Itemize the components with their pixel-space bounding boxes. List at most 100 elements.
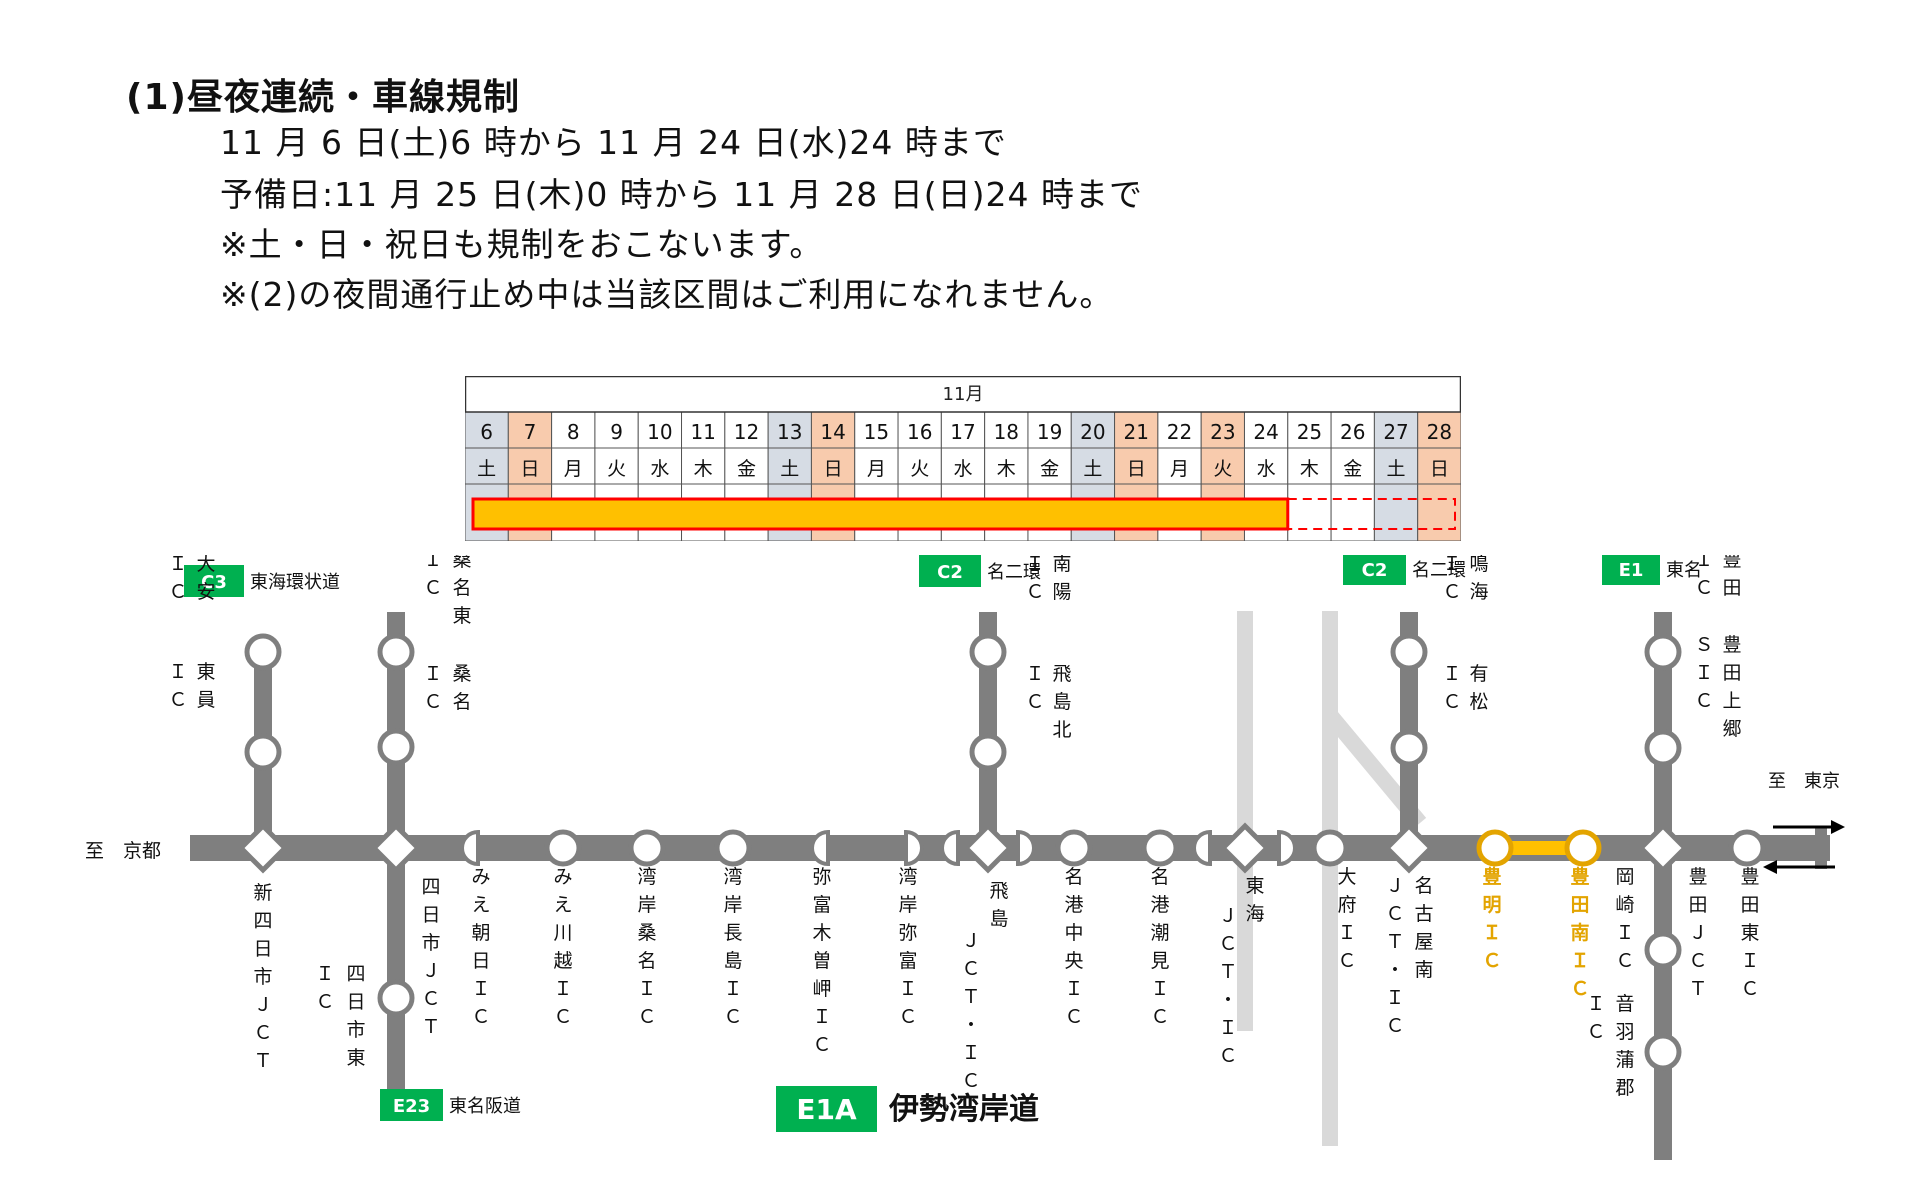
label-char: 湾 bbox=[637, 866, 656, 888]
label-char: み bbox=[553, 866, 572, 888]
calendar-date: 7 bbox=[524, 420, 537, 444]
vertical-label: 有松 bbox=[1469, 663, 1488, 713]
label-char: 豊 bbox=[1722, 634, 1741, 656]
label-char: え bbox=[471, 894, 490, 916]
label-char: み bbox=[471, 866, 490, 888]
label-char: 蒲 bbox=[1615, 1049, 1634, 1071]
regulation-calendar: 11月6土7日8月9火10水11木12金13土14日15月16火17水18木19… bbox=[465, 376, 1461, 541]
background-road bbox=[1237, 611, 1253, 1031]
label-char: Ｃ bbox=[553, 1006, 572, 1028]
label-char: 朝 bbox=[471, 922, 490, 944]
background-road bbox=[1322, 611, 1338, 1146]
calendar-weekday: 火 bbox=[910, 458, 929, 480]
interchange-node bbox=[1390, 633, 1428, 671]
interchange-node bbox=[377, 633, 415, 671]
label-char: Ｊ bbox=[1218, 905, 1237, 927]
label-char: 岬 bbox=[812, 978, 831, 1000]
route-code: C3 bbox=[201, 572, 227, 593]
route-name: 名二環 bbox=[987, 562, 1041, 583]
label-char: 港 bbox=[1150, 894, 1169, 916]
route-name: 東名 bbox=[1666, 560, 1702, 581]
label-char: 日 bbox=[346, 991, 365, 1013]
calendar-date: 19 bbox=[1037, 420, 1062, 444]
arrow-east-head bbox=[1831, 820, 1845, 834]
label-char: 見 bbox=[1150, 950, 1169, 972]
label-char: Ｃ bbox=[1150, 1006, 1169, 1028]
label-char: Ｃ bbox=[1385, 1015, 1404, 1037]
label-char: Ｊ bbox=[961, 930, 980, 952]
junction-nagoya-minami bbox=[1383, 822, 1435, 874]
label-char: 島 bbox=[1052, 691, 1071, 713]
label-char: Ｉ bbox=[1615, 922, 1634, 944]
label-char: 名 bbox=[1150, 866, 1169, 888]
label-char: 岸 bbox=[637, 894, 656, 916]
calendar-weekday: 火 bbox=[1213, 458, 1232, 480]
half-interchange-node bbox=[1192, 829, 1212, 867]
label-char: 湾 bbox=[723, 866, 742, 888]
half-interchange-node bbox=[810, 829, 830, 867]
label-char: Ｊ bbox=[253, 994, 272, 1016]
regulation-bar bbox=[471, 497, 1290, 531]
label-char: 鳴 bbox=[1469, 555, 1488, 575]
label-char: Ｉ bbox=[1025, 555, 1044, 575]
route-code: C2 bbox=[1362, 560, 1388, 581]
interchange-node bbox=[1644, 1033, 1682, 1071]
label-char: Ｃ bbox=[961, 1070, 980, 1092]
reserve-bar bbox=[1286, 498, 1456, 530]
label-char: 上 bbox=[1722, 690, 1741, 712]
label-char: 市 bbox=[346, 1019, 365, 1041]
label-char: 陽 bbox=[1052, 581, 1071, 603]
label-char: 越 bbox=[553, 950, 572, 972]
label-char: 日 bbox=[471, 950, 490, 972]
label-char: Ｃ bbox=[1688, 950, 1707, 972]
half-interchange-node bbox=[904, 829, 924, 867]
vertical-label: ＪＣＴ・ＩＣ bbox=[961, 930, 980, 1092]
calendar-weekday: 金 bbox=[737, 458, 756, 480]
label-char: 四 bbox=[421, 876, 440, 898]
label-char: Ｉ bbox=[471, 978, 490, 1000]
label-char: 古 bbox=[1414, 903, 1433, 925]
label-char: Ｃ bbox=[723, 1006, 742, 1028]
label-char: Ｉ bbox=[723, 978, 742, 1000]
label-char: Ｃ bbox=[1482, 950, 1501, 972]
closure-note: ※(2)の夜間通行止め中は当該区間はご利用になれません。 bbox=[220, 275, 1114, 314]
label-char: Ｓ bbox=[1694, 634, 1713, 656]
calendar-weekday: 土 bbox=[780, 458, 799, 480]
label-char: Ｉ bbox=[1482, 922, 1501, 944]
label-char: ・ bbox=[1385, 959, 1404, 981]
label-char: 名 bbox=[452, 577, 471, 599]
label-char: Ｉ bbox=[1694, 662, 1713, 684]
vertical-label: ＩＣ bbox=[423, 555, 442, 599]
label-char: 豊 bbox=[1722, 555, 1741, 571]
interchange-node bbox=[1644, 729, 1682, 767]
label-char: 大 bbox=[196, 555, 215, 575]
interchange-node bbox=[1311, 829, 1349, 867]
interchange-node bbox=[1644, 931, 1682, 969]
route-name: 東名阪道 bbox=[449, 1096, 521, 1117]
direction-kyoto: 至 京都 bbox=[85, 840, 161, 862]
calendar-date: 10 bbox=[647, 420, 672, 444]
half-interchange-node bbox=[940, 829, 960, 867]
vertical-label: 豊田 bbox=[1722, 555, 1741, 599]
label-char: Ｃ bbox=[421, 988, 440, 1010]
vertical-label: ＩＣ bbox=[1586, 993, 1605, 1043]
label-char: 崎 bbox=[1615, 894, 1634, 916]
vertical-label: ＩＣ bbox=[1442, 663, 1461, 713]
route-code: C2 bbox=[937, 562, 963, 583]
calendar-date: 24 bbox=[1253, 420, 1278, 444]
label-char: 市 bbox=[421, 932, 440, 954]
label-char: 豊 bbox=[1482, 865, 1501, 888]
label-char: Ｉ bbox=[812, 1006, 831, 1028]
label-char: 四 bbox=[346, 963, 365, 985]
calendar-date: 28 bbox=[1427, 420, 1452, 444]
label-char: 東 bbox=[1740, 922, 1759, 944]
label-char: Ｃ bbox=[961, 958, 980, 980]
reserve-period: 予備日:11 月 25 日(木)0 時から 11 月 28 日(日)24 時まで bbox=[220, 175, 1143, 214]
route-badge bbox=[1602, 555, 1660, 585]
